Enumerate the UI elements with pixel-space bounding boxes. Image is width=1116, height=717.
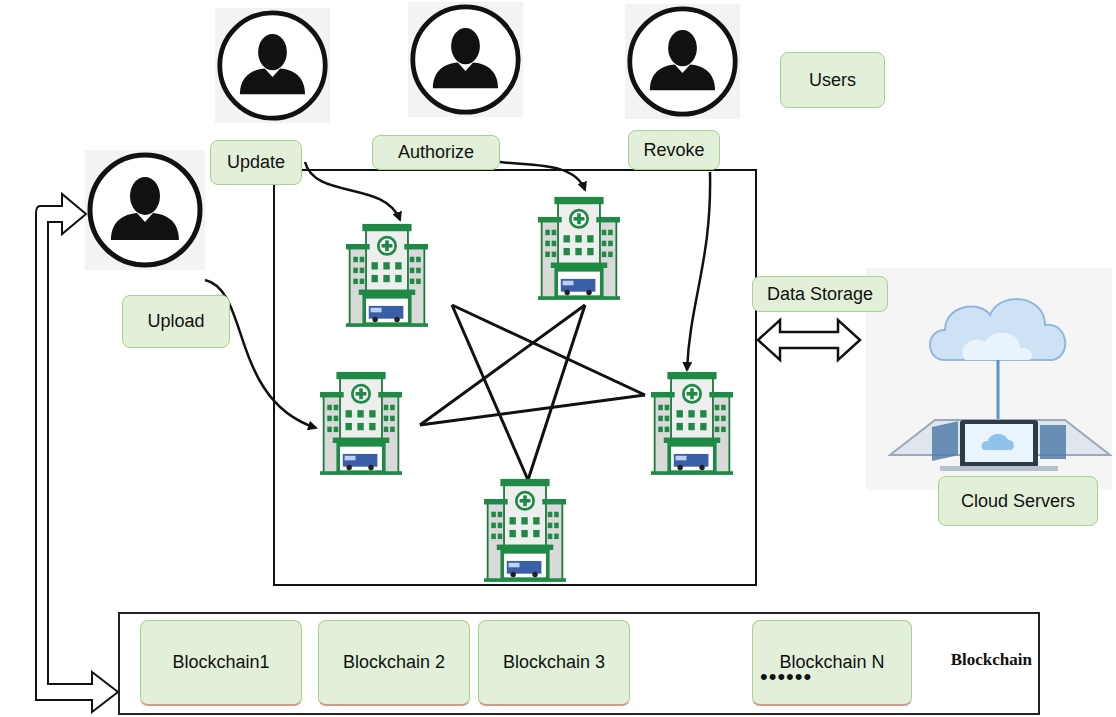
hospital-icon: [320, 372, 402, 475]
action-label: Upload: [122, 295, 230, 348]
blockchain-bar: Blockchain Blockchain1 Blockchain 2 Blockch…: [118, 612, 1040, 715]
block-box: Blockchain N: [752, 620, 912, 706]
hospital-icon: [346, 224, 428, 327]
box-text: Users: [809, 70, 856, 91]
action-label: Authorize: [372, 135, 500, 170]
user-icon: [215, 8, 330, 123]
hospital-icon: [484, 479, 566, 582]
network-links: [420, 305, 645, 480]
box-text: Upload: [147, 311, 204, 332]
user-icon: [85, 150, 205, 270]
box-text: Update: [227, 152, 285, 173]
box-text: Blockchain1: [172, 652, 269, 673]
user-icon: [625, 4, 740, 119]
bar-title: Blockchain: [951, 650, 1032, 670]
action-label: Revoke: [628, 130, 720, 170]
action-label: Update: [210, 140, 302, 185]
ellipsis-label: ••••••: [760, 664, 812, 690]
box-text: Blockchain 3: [503, 652, 605, 673]
storage-label: Data Storage: [752, 276, 888, 312]
box-text: Cloud Servers: [961, 491, 1075, 512]
hospital-icon: [651, 372, 733, 475]
group-label: Users: [780, 52, 885, 108]
block-box: Blockchain1: [140, 620, 302, 706]
network-frame: [274, 170, 756, 585]
cloud-label: Cloud Servers: [938, 476, 1098, 526]
box-text: Data Storage: [767, 284, 873, 305]
hospital-icon: [538, 197, 620, 300]
double-arrow: [36, 194, 118, 712]
user-icon: [408, 2, 523, 117]
box-text: Revoke: [643, 140, 704, 161]
block-box: Blockchain 2: [318, 620, 470, 706]
box-text: Authorize: [398, 142, 474, 163]
box-text: Blockchain 2: [343, 652, 445, 673]
double-arrow: [758, 320, 860, 360]
cloud-illustration: [866, 268, 1112, 490]
action-arrows: [205, 150, 710, 428]
block-box: Blockchain 3: [478, 620, 630, 706]
